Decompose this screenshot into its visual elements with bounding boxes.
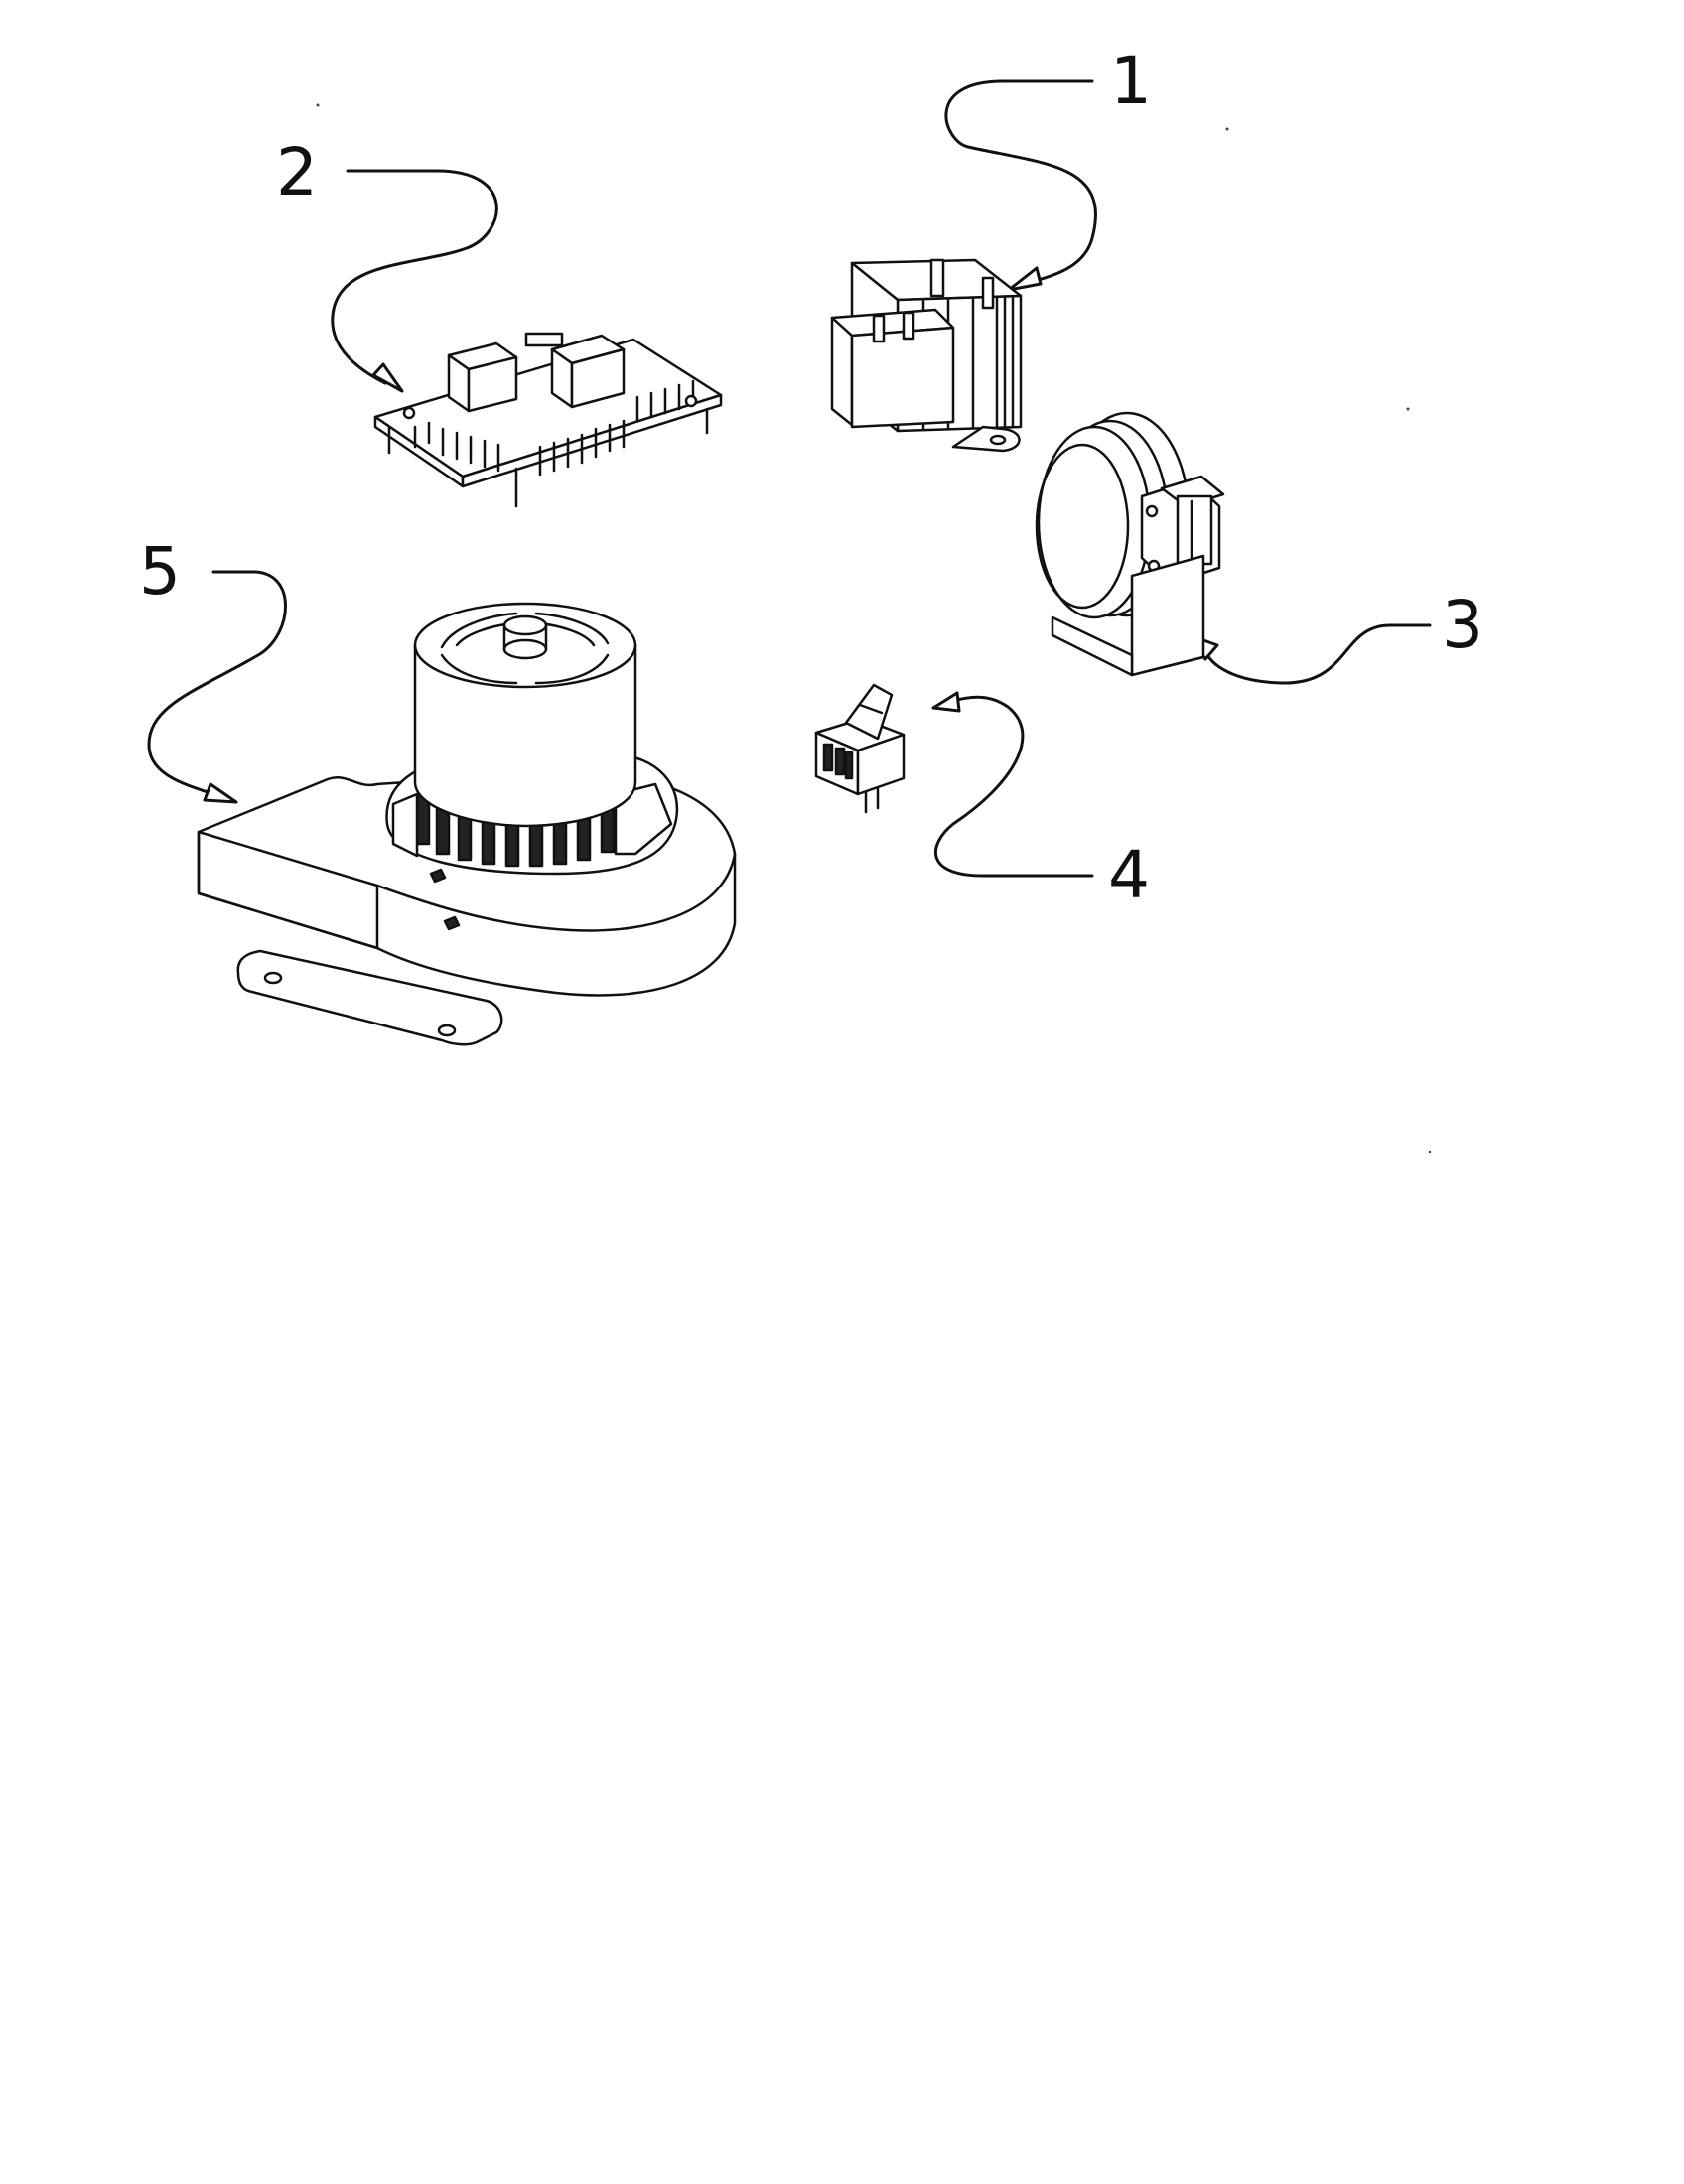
callout-5: 5	[139, 533, 287, 804]
callout-number-2: 2	[276, 134, 318, 210]
leader-line-3	[1203, 623, 1432, 685]
blower-motor-part	[197, 602, 737, 1046]
callout-3: 3	[1188, 587, 1483, 685]
arrow-1	[1007, 266, 1043, 292]
rocker-switch-part	[814, 683, 906, 814]
callout-2: 2	[276, 134, 498, 393]
transformer-part	[830, 258, 1023, 453]
arrow-4	[931, 691, 961, 713]
leader-line-4	[933, 695, 1094, 878]
arrow-5	[203, 782, 238, 804]
pressure-switch-part	[1035, 411, 1225, 677]
leader-line-1	[944, 79, 1097, 285]
control-board-part	[373, 332, 723, 508]
callout-1: 1	[944, 43, 1152, 292]
leader-line-2	[331, 169, 498, 385]
callout-number-1: 1	[1110, 43, 1152, 119]
arrow-2	[371, 362, 404, 393]
leader-line-5	[147, 570, 287, 796]
callout-number-3: 3	[1442, 587, 1483, 663]
callout-number-4: 4	[1108, 837, 1150, 913]
scan-specks	[316, 103, 1432, 1154]
callout-number-5: 5	[139, 533, 181, 610]
callout-4: 4	[931, 691, 1150, 913]
